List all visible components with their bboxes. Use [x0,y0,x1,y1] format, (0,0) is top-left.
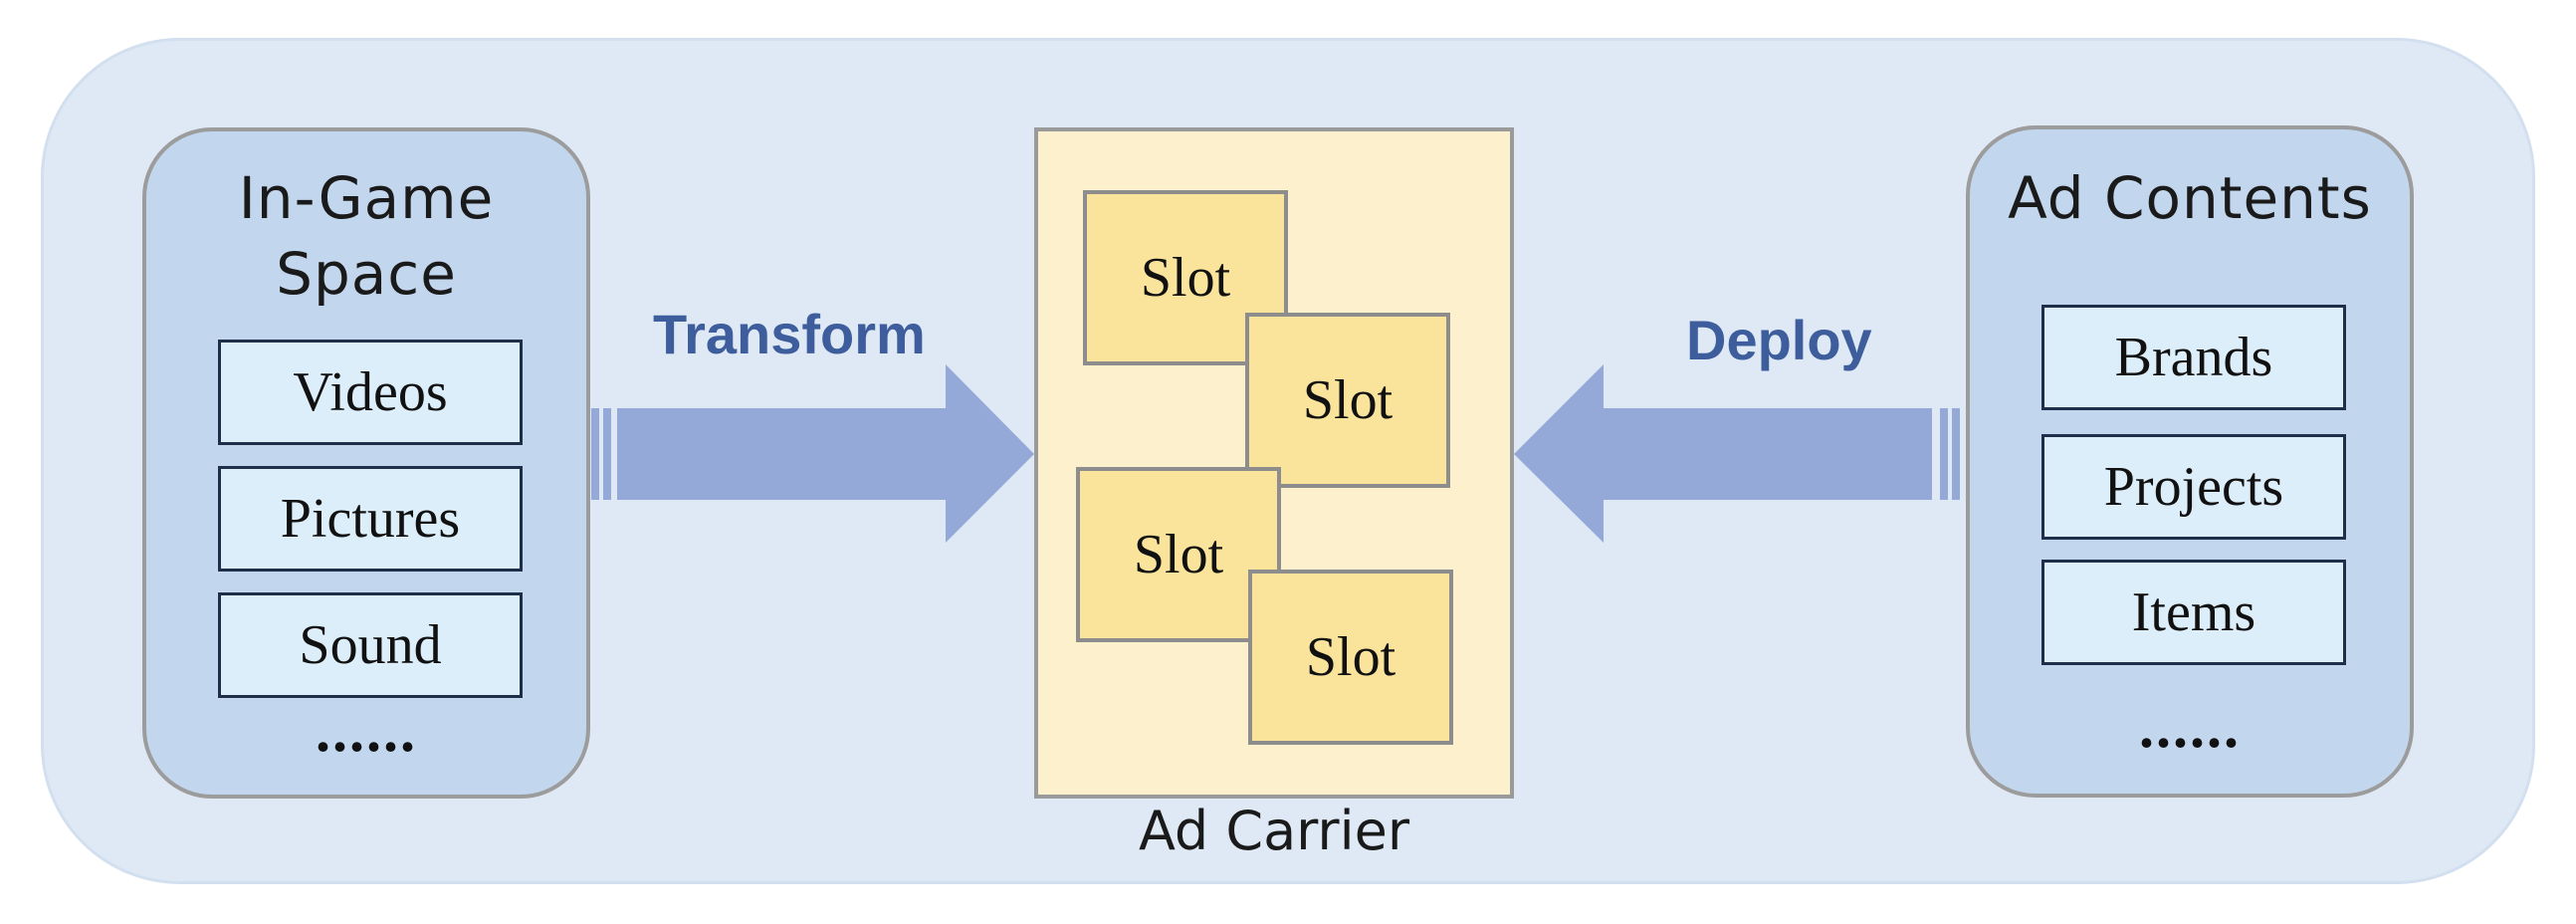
item-videos: Videos [218,340,523,445]
ad-carrier-box: Slot Slot Slot Slot [1034,127,1514,799]
right-more-ellipsis: ...... [2139,694,2241,760]
deploy-label: Deploy [1686,309,1872,371]
ad-carrier-label: Ad Carrier [1138,800,1410,862]
in-game-space-title-line1: In-Game [238,164,495,232]
ad-contents-panel: Ad Contents Brands Projects Items ...... [1966,125,2414,798]
in-game-space-title-line2: Space [276,240,457,308]
in-game-space-panel: In-Game Space Videos Pictures Sound ....… [142,127,590,799]
slot-3: Slot [1076,467,1281,642]
deploy-arrow [1514,364,1960,543]
ad-contents-title: Ad Contents [2008,164,2372,232]
item-items: Items [2041,560,2346,665]
transform-label: Transform [653,303,926,365]
slot-4: Slot [1248,570,1453,745]
item-projects: Projects [2041,434,2346,540]
slot-2: Slot [1245,313,1450,488]
item-brands: Brands [2041,305,2346,410]
item-pictures: Pictures [218,466,523,572]
transform-arrow [591,364,1034,543]
left-more-ellipsis: ...... [316,698,417,764]
item-sound: Sound [218,592,523,698]
